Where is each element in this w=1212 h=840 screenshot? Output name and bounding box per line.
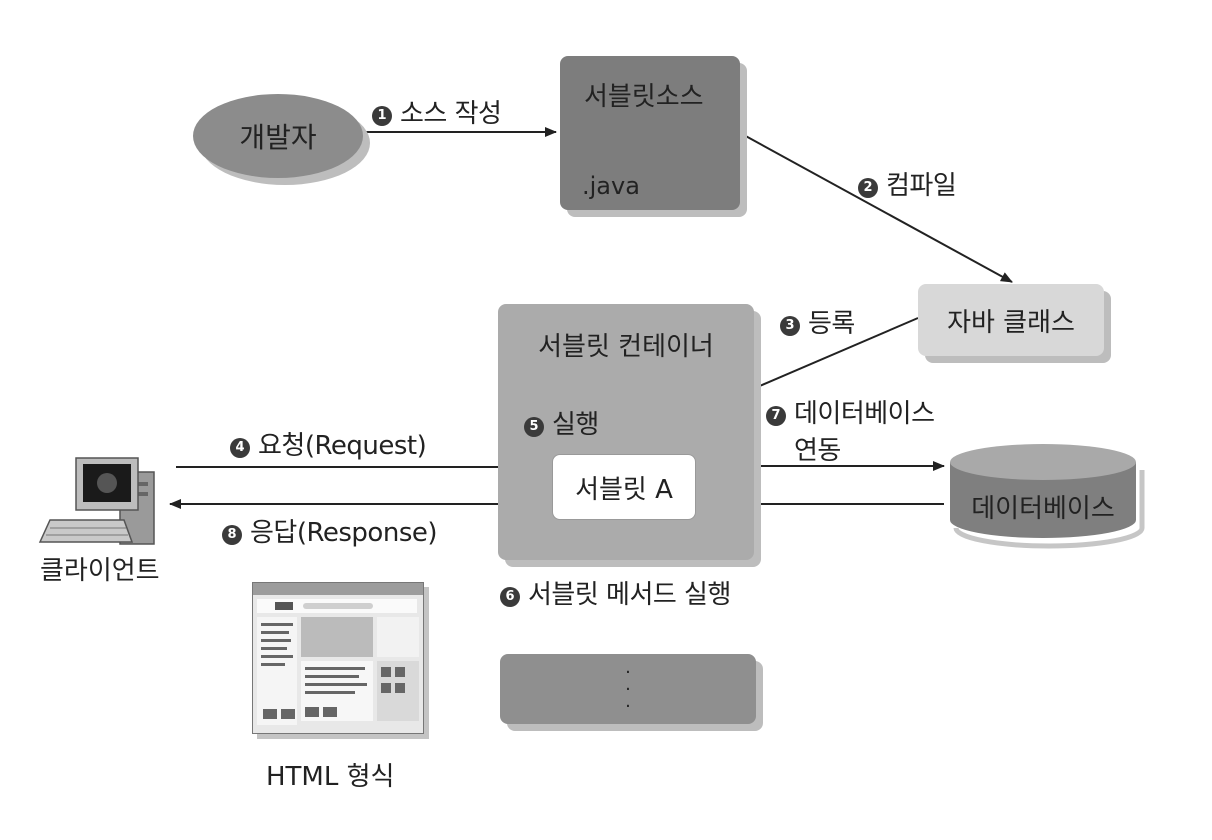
step-8-number: 8 (222, 525, 242, 545)
step-4-number: 4 (230, 438, 250, 458)
client-label: 클라이언트 (40, 550, 160, 587)
step-5-number: 5 (524, 417, 544, 437)
more-methods-box: ··· (500, 654, 756, 724)
servlet-container-title: 서블릿 컨테이너 (498, 326, 754, 363)
ellipsis-icon: ··· (618, 664, 638, 715)
servlet-source-box: 서블릿소스 .java (560, 56, 740, 210)
client-computer-icon (40, 458, 154, 544)
servlet-a-label: 서블릿 A (575, 469, 673, 506)
webpage-image (253, 583, 423, 733)
step-7-number: 7 (766, 406, 786, 426)
step-3-number: 3 (780, 316, 800, 336)
java-class-label: 자바 클래스 (947, 302, 1075, 339)
developer-node: 개발자 (193, 94, 363, 178)
java-class-box: 자바 클래스 (918, 284, 1104, 356)
step-6-number: 6 (500, 587, 520, 607)
database-label: 데이터베이스 (950, 488, 1136, 525)
step-2-number: 2 (858, 178, 878, 198)
servlet-source-extension: .java (582, 172, 640, 200)
html-format-label: HTML 형식 (266, 756, 394, 793)
step-1-number: 1 (372, 106, 392, 126)
servlet-a-box: 서블릿 A (552, 454, 696, 520)
arrow-compile (742, 134, 1012, 282)
step-7-label-line2: 연동 (794, 430, 841, 467)
html-page-thumbnail (252, 582, 424, 734)
servlet-source-title: 서블릿소스 (584, 76, 704, 113)
developer-label: 개발자 (239, 116, 316, 156)
